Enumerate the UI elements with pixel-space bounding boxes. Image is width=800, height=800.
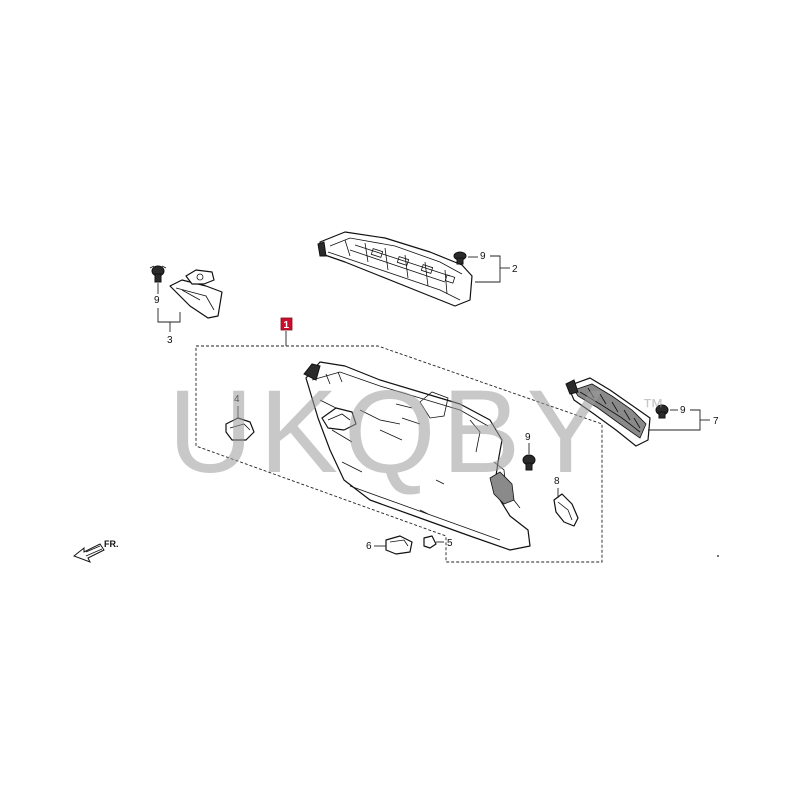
watermark: UKQBY xyxy=(168,366,611,498)
callout-9-center: 9 xyxy=(525,432,531,443)
callout-3: 3 xyxy=(167,335,173,346)
part-6-hook xyxy=(385,535,413,555)
callout-6: 6 xyxy=(366,541,372,552)
callout-9-left: 9 xyxy=(154,295,160,306)
assembly-frame-1 xyxy=(195,345,603,563)
callout-9-top: 9 xyxy=(480,251,486,262)
callout-2: 2 xyxy=(512,264,518,275)
part-1-tailgate-lining xyxy=(303,361,531,551)
callout-5: 5 xyxy=(447,538,453,549)
callout-7: 7 xyxy=(713,416,719,427)
bracket-2 xyxy=(475,255,501,283)
callout-1-badge: 1 xyxy=(280,317,293,331)
part-8-side-cover xyxy=(553,493,579,527)
part-2-upper-garnish xyxy=(317,231,473,307)
callout-1: 1 xyxy=(284,320,290,331)
callout-8: 8 xyxy=(554,476,560,487)
front-direction-arrow: FR. xyxy=(73,539,119,563)
clip-9-top xyxy=(453,251,467,265)
watermark-trademark-mark: ™ xyxy=(642,394,664,419)
clip-9-left xyxy=(149,265,167,283)
part-3-left-trim xyxy=(169,269,223,319)
part-4-cover xyxy=(225,417,255,441)
bracket-3 xyxy=(157,308,181,323)
callout-9-right: 9 xyxy=(680,405,686,416)
clip-9-right xyxy=(655,404,669,419)
part-5-clip xyxy=(423,535,437,549)
stray-marker xyxy=(717,555,719,557)
part-7-right-trim xyxy=(565,377,651,447)
front-arrow-label: FR. xyxy=(104,539,119,549)
clip-9-center xyxy=(522,454,536,471)
callout-4: 4 xyxy=(234,394,240,405)
